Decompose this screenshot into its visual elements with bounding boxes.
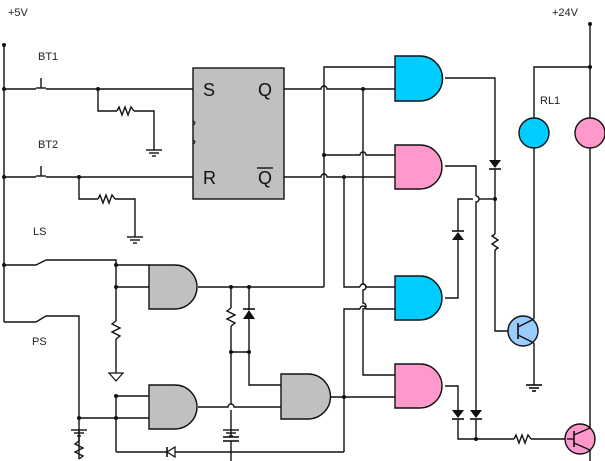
and-gate-gray-1 — [148, 264, 324, 310]
ls-switch — [4, 259, 149, 382]
sr-flipflop: S Q R Q — [192, 67, 285, 200]
rl1-label: RL1 — [540, 95, 560, 107]
flipflop-r-pin: R — [203, 168, 216, 188]
rail-24v — [533, 22, 592, 118]
and-gate-pink-1 — [394, 144, 443, 190]
and-gate-cyan-2 — [394, 275, 443, 321]
transistor-blue — [507, 315, 543, 392]
and-gate-cyan-1 — [394, 55, 444, 102]
relay-coil-rl1 — [518, 117, 550, 319]
flipflop-q-pin: Q — [258, 80, 272, 100]
bt2-label: BT2 — [38, 139, 58, 151]
rc-delay-network — [223, 287, 281, 461]
and-gate-gray-3 — [280, 373, 395, 420]
bt1-pushbutton — [4, 78, 193, 157]
output-diode-network — [445, 77, 567, 445]
flipflop-qbar-pin: Q — [258, 168, 272, 188]
ps-label: PS — [32, 336, 47, 348]
rail-5v — [2, 43, 36, 323]
flipflop-output-wires — [284, 66, 395, 452]
bt1-label: BT1 — [38, 51, 58, 63]
feedback-diode — [116, 445, 344, 459]
supply-24v-label: +24V — [552, 7, 579, 19]
flipflop-s-pin: S — [203, 80, 215, 100]
supply-5v-label: +5V — [8, 7, 29, 19]
ls-label: LS — [33, 226, 46, 238]
relay-coil-pink — [574, 117, 605, 428]
transistor-pink — [564, 423, 596, 461]
and-gate-pink-2 — [394, 363, 443, 409]
ground-symbols — [70, 384, 543, 459]
bt2-pushbutton — [4, 166, 193, 244]
and-gate-gray-2 — [148, 384, 281, 430]
ps-switch — [35, 315, 149, 460]
